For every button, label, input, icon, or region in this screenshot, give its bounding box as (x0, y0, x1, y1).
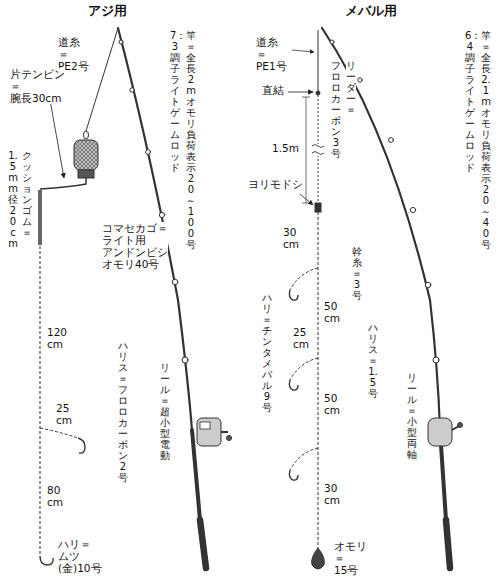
hook-spec: ハリ＝ ムツ(金)10号 (58, 538, 102, 574)
tenbin-spec: 片テンビン＝ 腕長30cm (10, 68, 65, 104)
dimension: 80 cm (47, 484, 63, 508)
leader-spec: リーダー＝ (346, 60, 356, 115)
section-heading: メバル用 (345, 4, 397, 18)
reel-spec: リール＝小型両軸 (407, 372, 417, 460)
swivel-label: ヨリモドシ (248, 178, 303, 190)
cushion-spec: クッションゴム＝ (22, 150, 32, 238)
cushion-spec: 1.5mm径20cm (8, 150, 18, 249)
dimension: 50 cm (324, 300, 340, 324)
mebaru-rod (322, 28, 450, 568)
line-spec: 道糸＝ PE1号 (256, 36, 287, 72)
knot-label: 直結 (262, 84, 284, 96)
sinker-spec: オモリ＝ 15号 (334, 540, 367, 576)
dimension: 30 cm (283, 226, 299, 250)
leader-spec: フロロカーボン3号 (331, 60, 341, 159)
hook-spec: ハリ＝チンタメバル9号 (262, 292, 272, 413)
dimension: 120 cm (47, 326, 67, 350)
rod-spec: 竿＝全長2m オモリ負荷表示20～100号 (186, 30, 196, 250)
dimension: 30 cm (324, 482, 340, 506)
section-heading: アジ用 (88, 4, 127, 18)
line-spec: 道糸＝ PE2号 (58, 36, 89, 72)
trunk-spec: 幹糸＝3号 (352, 246, 362, 301)
mebaru-tackle (288, 30, 325, 569)
leader-spec: ハリス＝フロロカーボン2号 (118, 340, 128, 483)
branch-spec: ハリス＝1.5号 (368, 322, 378, 399)
dimension: 1.5m (272, 142, 299, 154)
reel-spec: リール＝超小型電動 (160, 362, 170, 461)
rod-spec: 竿＝全長2.1m オモリ負荷表示20～40号 (481, 30, 491, 250)
rod-spec: 7：3調子 ライトゲームロッド (170, 30, 180, 173)
dimension: 25 cm (56, 402, 72, 426)
dimension: 25 cm (293, 326, 309, 350)
dimension: 50 cm (324, 392, 340, 416)
basket-spec: コマセカゴ＝ ライト用 アンドンビシ オモリ40号 (102, 222, 168, 270)
aji-rod (118, 28, 206, 568)
rod-spec: 6：4調子 ライトゲームロッド (465, 30, 475, 173)
electric-reel (197, 418, 232, 446)
baitcast-reel (428, 418, 463, 446)
aji-tackle (38, 28, 118, 565)
